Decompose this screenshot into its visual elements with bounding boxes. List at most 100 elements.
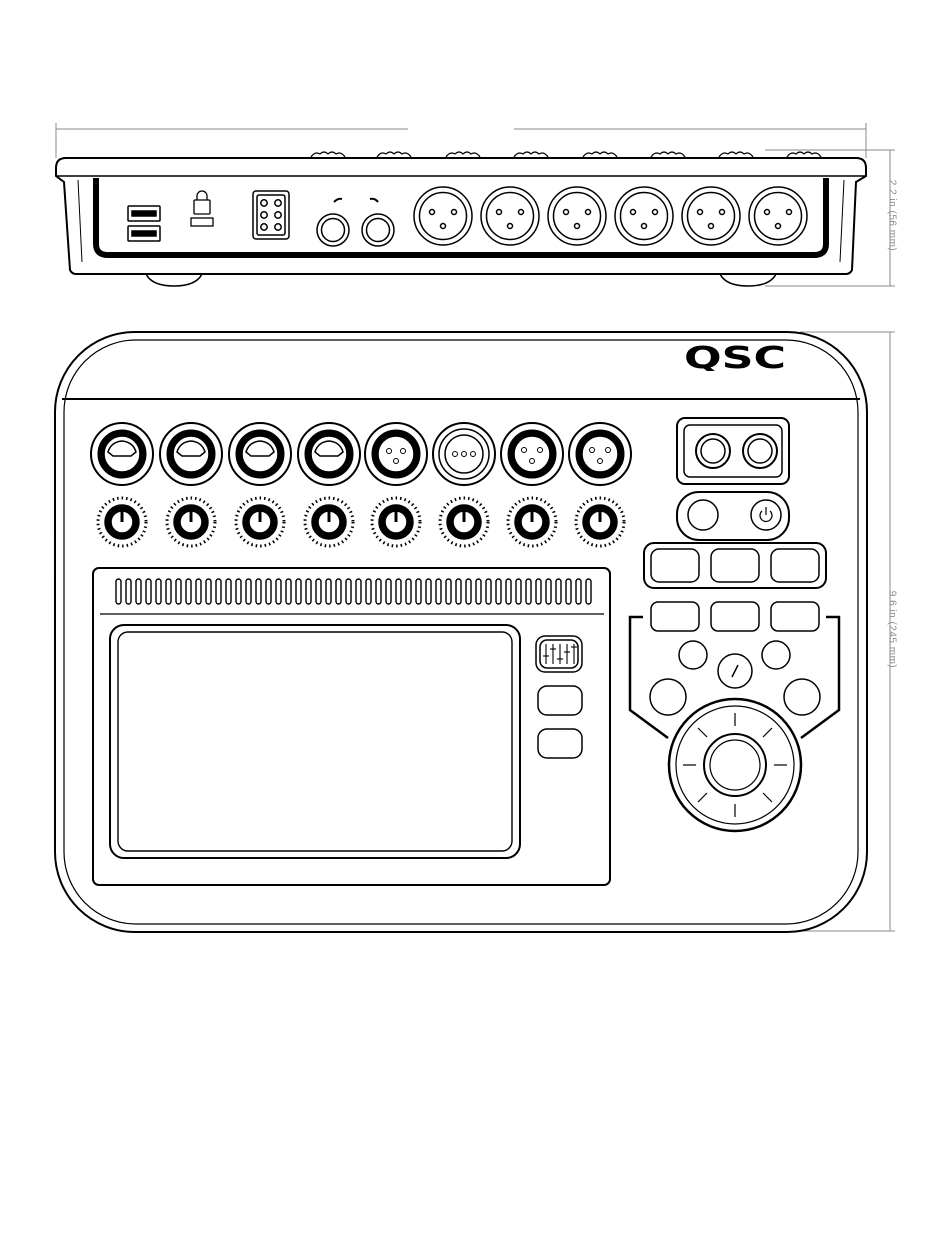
vent-slot	[386, 579, 391, 604]
xlr-output-5[interactable]	[682, 187, 740, 245]
vent-slot	[546, 579, 551, 604]
power-icon	[760, 507, 772, 521]
rear-foot-right	[720, 274, 776, 286]
function-button-2[interactable]	[711, 549, 759, 582]
control-knob[interactable]	[688, 500, 718, 530]
xlr-output-4[interactable]	[615, 187, 673, 245]
navigation-cluster	[630, 602, 839, 831]
rear-view	[56, 152, 866, 286]
vent-slot	[186, 579, 191, 604]
vent-slot	[206, 579, 211, 604]
multipin-connector[interactable]	[253, 191, 289, 239]
vent-slot	[376, 579, 381, 604]
function-button-1[interactable]	[651, 549, 699, 582]
vent-slot	[336, 579, 341, 604]
screen-side-button-2[interactable]	[538, 686, 582, 715]
mixer-view-button[interactable]	[536, 636, 582, 672]
vent-slot	[216, 579, 221, 604]
vent-slot	[356, 579, 361, 604]
depth-dimension-label: 9.6 in (245 mm)	[887, 570, 898, 690]
vent-slot	[316, 579, 321, 604]
vent-slot	[296, 579, 301, 604]
small-button-left[interactable]	[679, 641, 707, 669]
vent-slot	[116, 579, 121, 604]
vent-slot	[266, 579, 271, 604]
gain-knob-5[interactable]	[372, 498, 420, 546]
xlr-outputs	[414, 187, 807, 245]
headphone-jacks	[677, 418, 789, 484]
vent-slot	[236, 579, 241, 604]
gain-knob-8[interactable]	[576, 498, 624, 546]
xlr-output-6[interactable]	[749, 187, 807, 245]
mixer-fader-icon	[543, 644, 577, 664]
vent-slot	[306, 579, 311, 604]
gain-knob-1[interactable]	[98, 498, 146, 546]
vent-slot	[436, 579, 441, 604]
vent-slot	[136, 579, 141, 604]
function-buttons-top	[644, 543, 826, 588]
gain-knobs	[98, 498, 624, 546]
large-button-right[interactable]	[784, 679, 820, 715]
combo-input-1[interactable]	[91, 423, 153, 485]
vent-slot	[406, 579, 411, 604]
vent-slot	[146, 579, 151, 604]
vent-slot	[326, 579, 331, 604]
height-dimension-label: 2.2 in (56 mm)	[887, 166, 898, 266]
vent-slot	[276, 579, 281, 604]
headphone-jack-2[interactable]	[743, 434, 777, 468]
xlr-output-2[interactable]	[481, 187, 539, 245]
vent-slot	[526, 579, 531, 604]
vent-slot	[586, 579, 591, 604]
touchscreen[interactable]	[110, 625, 520, 858]
headphone-jack-1[interactable]	[696, 434, 730, 468]
vent-slot	[196, 579, 201, 604]
function-button-5[interactable]	[711, 602, 759, 631]
combo-input-4[interactable]	[298, 423, 360, 485]
vent-slot	[126, 579, 131, 604]
vent-slot	[556, 579, 561, 604]
vent-slot	[456, 579, 461, 604]
trs-output-2[interactable]	[362, 214, 394, 246]
xlr-output-1[interactable]	[414, 187, 472, 245]
small-button-right[interactable]	[762, 641, 790, 669]
vent-slot	[566, 579, 571, 604]
gain-knob-6[interactable]	[440, 498, 488, 546]
function-button-6[interactable]	[771, 602, 819, 631]
jog-wheel[interactable]	[669, 699, 801, 831]
vent-slot	[446, 579, 451, 604]
channel-inputs	[91, 423, 631, 485]
gain-knob-3[interactable]	[236, 498, 284, 546]
vent-slot	[516, 579, 521, 604]
vent-slot	[426, 579, 431, 604]
gain-knob-2[interactable]	[167, 498, 215, 546]
center-knob[interactable]	[718, 654, 752, 688]
rear-connector-panel	[96, 178, 826, 255]
vent-slot	[366, 579, 371, 604]
large-button-left[interactable]	[650, 679, 686, 715]
combo-input-8[interactable]	[569, 423, 631, 485]
rear-knob-tops	[311, 152, 821, 157]
xlr-input-6[interactable]	[433, 423, 495, 485]
vent-slot	[176, 579, 181, 604]
gain-knob-4[interactable]	[305, 498, 353, 546]
gain-knob-7[interactable]	[508, 498, 556, 546]
combo-input-3[interactable]	[229, 423, 291, 485]
vent-slot	[396, 579, 401, 604]
combo-input-2[interactable]	[160, 423, 222, 485]
rear-foot-left	[146, 274, 202, 286]
vent-slot	[156, 579, 161, 604]
combo-input-7[interactable]	[501, 423, 563, 485]
function-button-4[interactable]	[651, 602, 699, 631]
screen-side-button-3[interactable]	[538, 729, 582, 758]
xlr-output-3[interactable]	[548, 187, 606, 245]
kensington-slot[interactable]	[191, 218, 213, 226]
usb-ports	[128, 206, 160, 241]
trs-output-1[interactable]	[317, 214, 349, 246]
trs-outputs	[317, 199, 394, 246]
combo-input-5[interactable]	[365, 423, 427, 485]
power-button[interactable]	[751, 500, 781, 530]
vent-slot	[506, 579, 511, 604]
function-button-3[interactable]	[771, 549, 819, 582]
vent-slot	[536, 579, 541, 604]
